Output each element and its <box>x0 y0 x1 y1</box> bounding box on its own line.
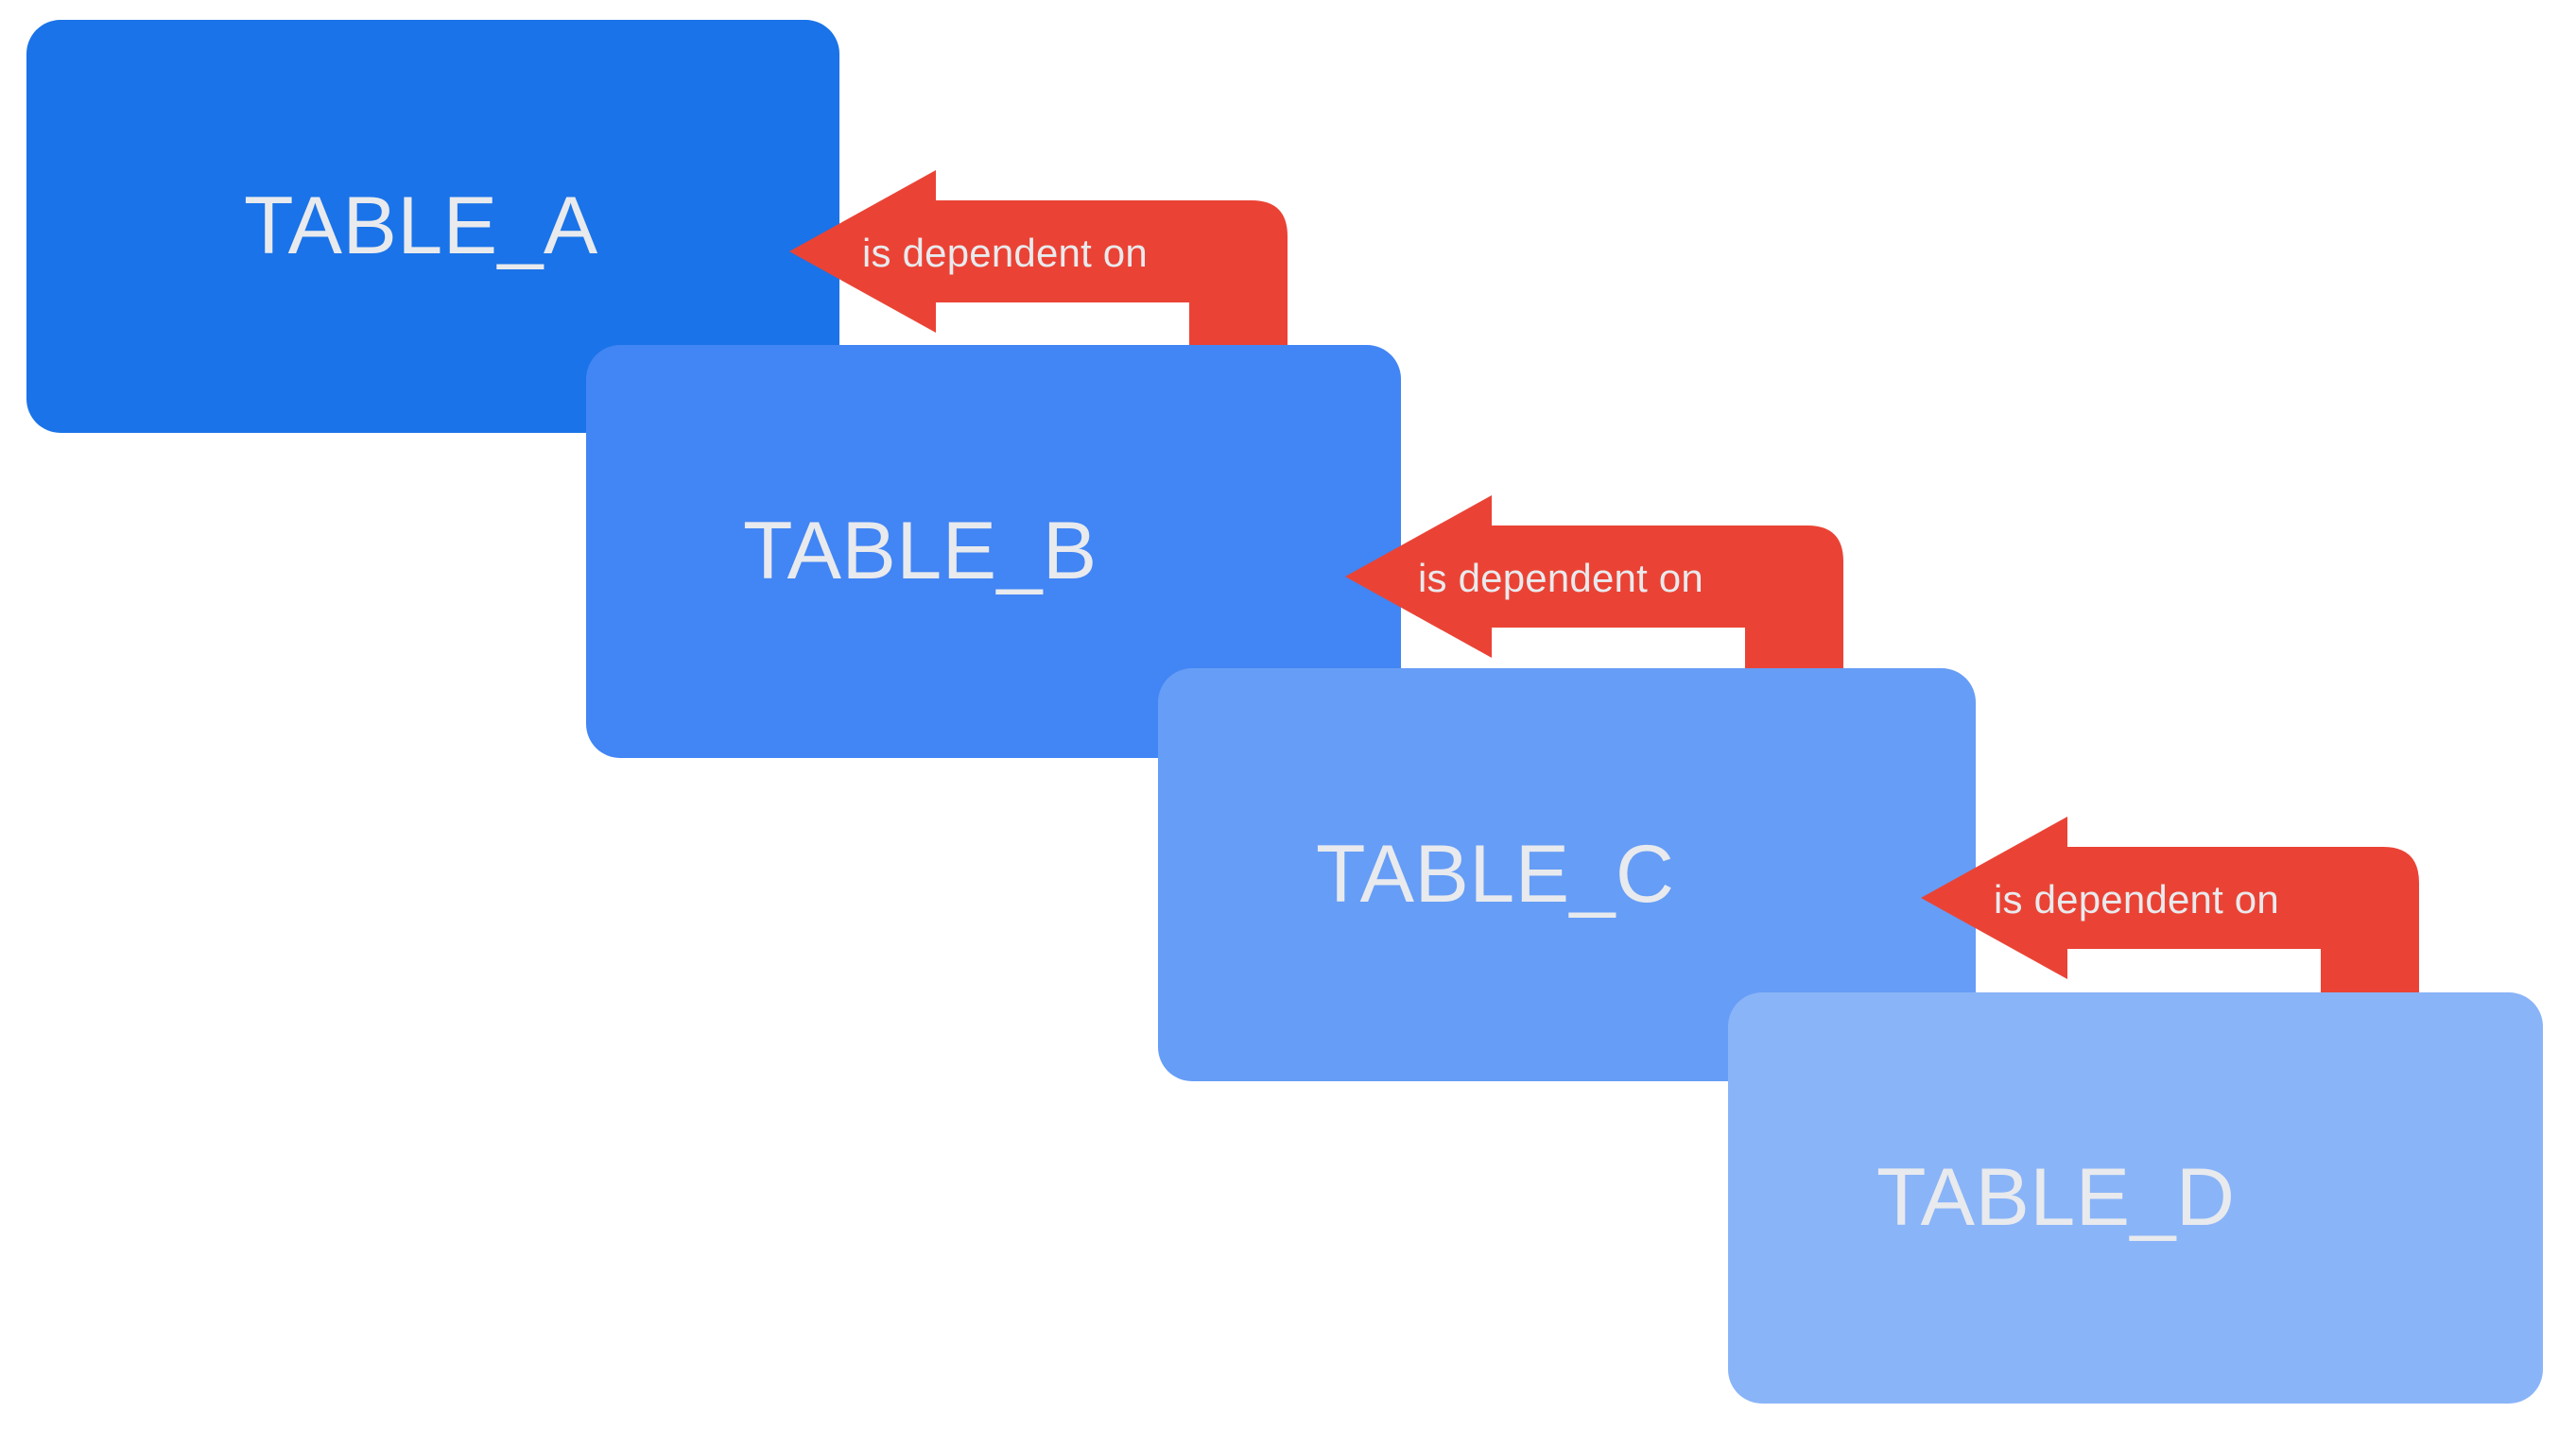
edge-label-a-b: is dependent on <box>862 231 1148 275</box>
edge-label-c-d: is dependent on <box>1994 877 2279 922</box>
node-label-table-d: TABLE_D <box>1876 1152 2236 1243</box>
edge-label-b-c: is dependent on <box>1418 556 1703 600</box>
dependency-arrow-a-b[interactable] <box>789 170 1288 348</box>
node-label-table-c: TABLE_C <box>1316 829 1675 920</box>
node-label-table-b: TABLE_B <box>743 506 1098 596</box>
node-card-table-c[interactable] <box>1158 668 1976 1081</box>
dependency-arrow-b-c[interactable] <box>1345 495 1843 673</box>
dependency-arrow-c-d[interactable] <box>1921 817 2419 996</box>
node-card-table-d[interactable] <box>1728 992 2543 1404</box>
node-card-table-a[interactable] <box>26 20 839 433</box>
node-label-table-a: TABLE_A <box>244 181 598 271</box>
node-card-table-b[interactable] <box>586 345 1401 758</box>
